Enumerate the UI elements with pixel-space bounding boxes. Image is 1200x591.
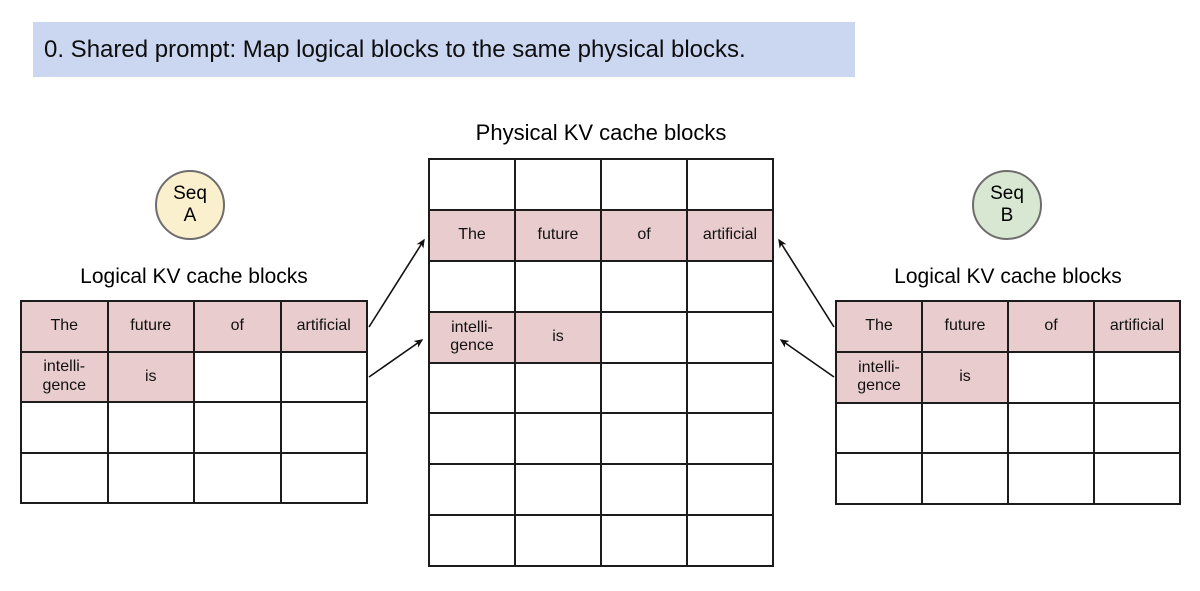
empty-cell xyxy=(195,352,280,401)
token-cell: artificial xyxy=(1095,302,1179,351)
empty-cell xyxy=(516,465,600,515)
empty-cell xyxy=(688,160,772,209)
empty-cell xyxy=(108,453,193,502)
token-cell: The xyxy=(22,302,107,351)
empty-cell xyxy=(430,516,514,565)
empty-cell xyxy=(281,352,366,401)
empty-cell xyxy=(602,465,686,515)
empty-cell xyxy=(602,160,686,209)
empty-cell xyxy=(923,454,1007,503)
empty-cell xyxy=(516,414,600,464)
token-cell: is xyxy=(516,312,600,362)
empty-cell xyxy=(688,516,772,565)
empty-cell xyxy=(602,312,686,362)
empty-cell xyxy=(1009,454,1093,503)
token-cell: intelli- gence xyxy=(837,352,921,402)
token-cell: is xyxy=(108,352,193,401)
empty-cell xyxy=(430,160,514,209)
empty-cell xyxy=(1009,403,1093,453)
token-cell: artificial xyxy=(688,210,772,260)
empty-cell xyxy=(108,403,193,452)
token-cell: of xyxy=(195,302,280,351)
token-cell: future xyxy=(108,302,193,351)
empty-cell xyxy=(516,516,600,565)
empty-cell xyxy=(195,403,280,452)
empty-cell xyxy=(602,516,686,565)
token-cell: of xyxy=(1009,302,1093,351)
token-cell: is xyxy=(923,352,1007,402)
empty-cell xyxy=(430,363,514,413)
empty-cell xyxy=(602,414,686,464)
empty-cell xyxy=(430,261,514,311)
empty-cell xyxy=(516,363,600,413)
token-cell: intelli- gence xyxy=(430,312,514,362)
empty-cell xyxy=(923,403,1007,453)
empty-cell xyxy=(516,261,600,311)
empty-cell xyxy=(22,453,107,502)
token-cell: The xyxy=(837,302,921,351)
empty-cell xyxy=(1095,352,1179,402)
physical-kv-cache-title: Physical KV cache blocks xyxy=(475,120,727,145)
empty-cell xyxy=(281,453,366,502)
empty-cell xyxy=(430,414,514,464)
empty-cell xyxy=(1009,352,1093,402)
logical-kv-cache-title-seq-b: Logical KV cache blocks xyxy=(894,265,1122,288)
logical-kv-cache-title-seq-a: Logical KV cache blocks xyxy=(80,265,308,288)
shared-prompt-banner: 0. Shared prompt: Map logical blocks to … xyxy=(33,22,855,77)
token-cell: artificial xyxy=(281,302,366,351)
empty-cell xyxy=(430,465,514,515)
empty-cell xyxy=(688,261,772,311)
token-cell: intelli- gence xyxy=(22,352,107,401)
empty-cell xyxy=(602,261,686,311)
empty-cell xyxy=(688,414,772,464)
mapping-arrow xyxy=(368,238,425,328)
empty-cell xyxy=(688,312,772,362)
empty-cell xyxy=(516,160,600,209)
empty-cell xyxy=(602,363,686,413)
seq-b-badge: Seq B xyxy=(972,170,1042,240)
empty-cell xyxy=(195,453,280,502)
mapping-arrow xyxy=(368,339,424,378)
empty-cell xyxy=(837,403,921,453)
token-cell: of xyxy=(602,210,686,260)
token-cell: future xyxy=(516,210,600,260)
empty-cell xyxy=(281,403,366,452)
empty-cell xyxy=(688,363,772,413)
empty-cell xyxy=(688,465,772,515)
empty-cell xyxy=(22,403,107,452)
empty-cell xyxy=(1095,454,1179,503)
empty-cell xyxy=(837,454,921,503)
shared-prompt-banner-text: 0. Shared prompt: Map logical blocks to … xyxy=(44,35,746,63)
mapping-arrow xyxy=(778,238,835,328)
token-cell: The xyxy=(430,210,514,260)
empty-cell xyxy=(1095,403,1179,453)
token-cell: future xyxy=(923,302,1007,351)
mapping-arrow xyxy=(779,339,835,378)
seq-a-badge: Seq A xyxy=(155,170,225,240)
